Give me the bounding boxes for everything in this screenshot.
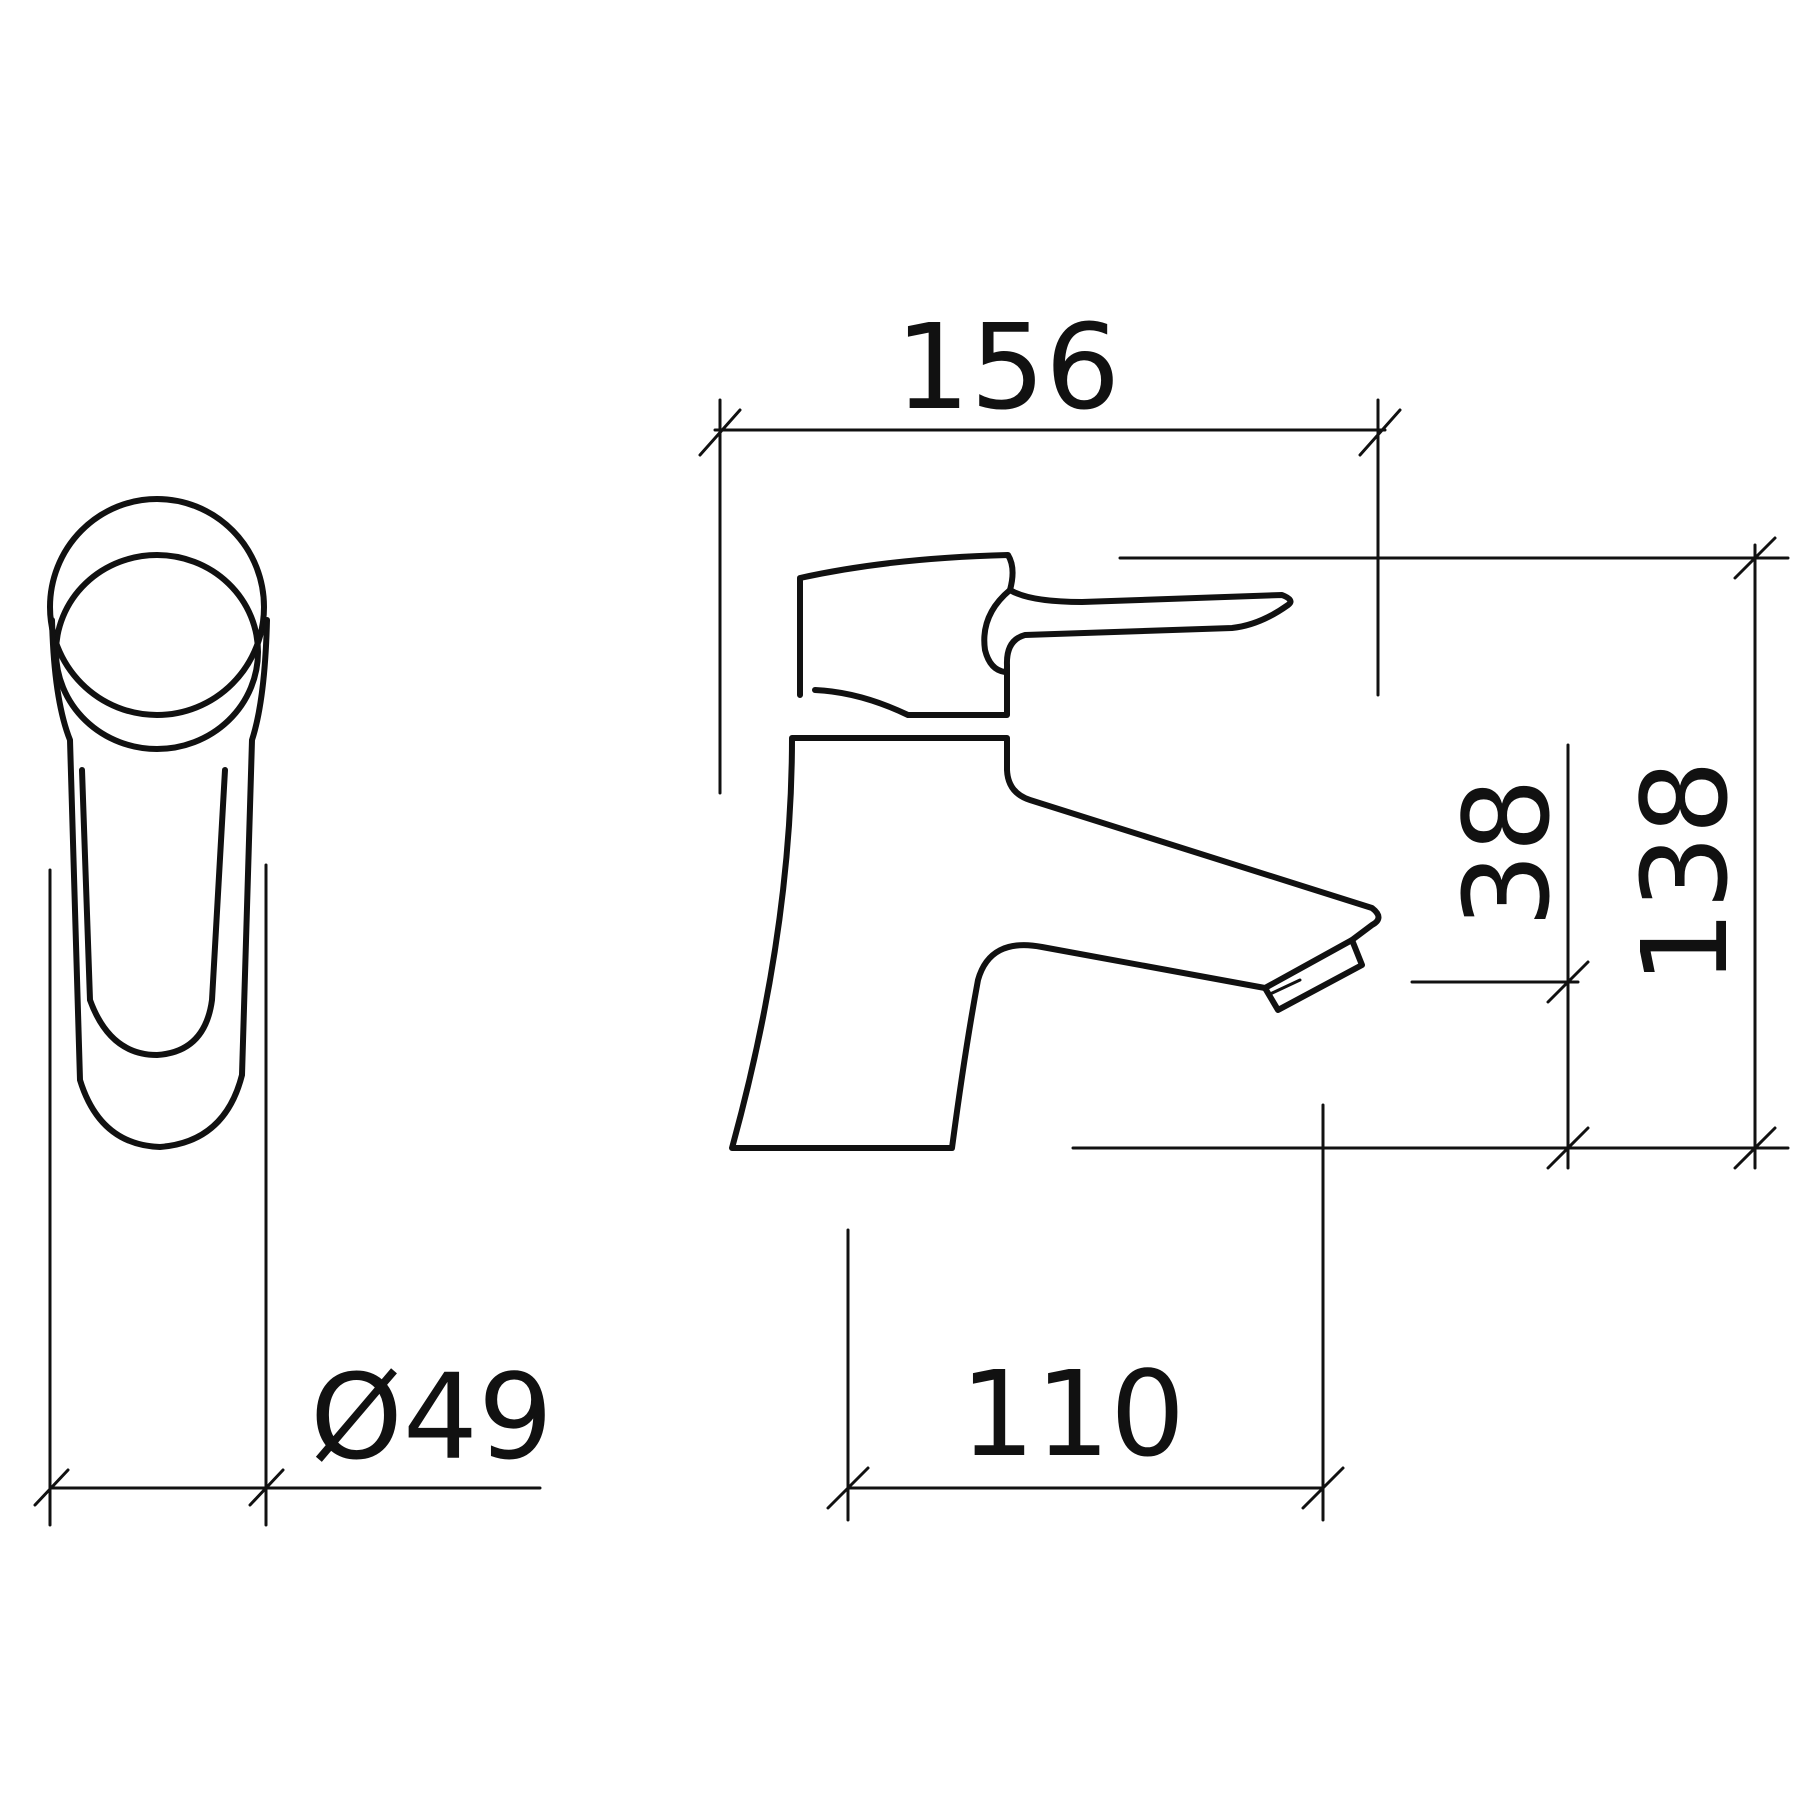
side-view-aerator bbox=[1262, 937, 1365, 1013]
height-tick-bottom bbox=[1733, 1126, 1777, 1170]
length-tick-left bbox=[698, 408, 742, 457]
diameter-label: Ø49 bbox=[310, 1348, 553, 1486]
side-view-aerator-detail bbox=[1266, 978, 1302, 997]
projection-tick-right bbox=[1301, 1466, 1345, 1510]
diameter-tick-left bbox=[33, 1468, 70, 1507]
height-label: 138 bbox=[1616, 760, 1754, 985]
length-label: 156 bbox=[895, 298, 1120, 436]
diameter-tick-right bbox=[248, 1468, 285, 1507]
length-tick-right bbox=[1358, 408, 1402, 457]
spout-height-tick-top bbox=[1546, 960, 1590, 1004]
front-view-body bbox=[49, 617, 270, 1150]
side-view-body bbox=[729, 735, 1382, 1151]
spout-height-label: 38 bbox=[1438, 778, 1576, 928]
projection-label: 110 bbox=[960, 1345, 1185, 1483]
side-view-lever bbox=[797, 552, 1294, 718]
projection-tick-left bbox=[826, 1466, 870, 1510]
spout-height-tick-bottom bbox=[1546, 1126, 1590, 1170]
front-view: Ø49 bbox=[33, 496, 553, 1527]
side-view: 156 110 38 138 bbox=[698, 298, 1790, 1522]
front-view-lever-outer-circle bbox=[47, 496, 267, 718]
front-view-lever-slot bbox=[79, 767, 228, 1058]
side-view-lever-pivot bbox=[981, 587, 1013, 675]
height-tick-top bbox=[1733, 536, 1777, 580]
front-view-lever-inner-circle bbox=[53, 552, 261, 752]
